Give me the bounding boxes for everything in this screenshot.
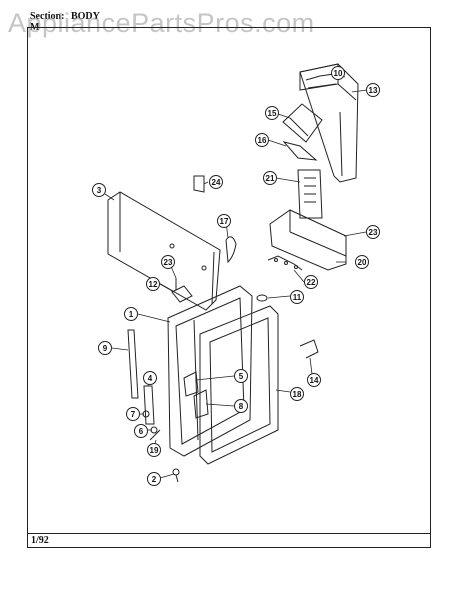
svg-text:18: 18 [293,390,302,399]
footer-date: 1/92 [31,535,49,546]
svg-text:15: 15 [268,109,277,118]
part-11-grommet [256,294,268,302]
svg-text:3: 3 [97,186,102,195]
callout-20: 20 [355,255,369,269]
callout-24: 24 [209,175,223,189]
footer-bottom-rule [27,547,431,548]
callout-11: 11 [290,290,304,304]
callout-23a: 23 [366,225,380,239]
section-value: BODY [70,11,100,22]
callout-1: 1 [124,307,138,321]
svg-text:10: 10 [334,69,343,78]
callout-9: 9 [98,341,112,355]
svg-text:22: 22 [307,278,316,287]
part-3-outer-panel [107,191,221,311]
svg-text:6: 6 [139,427,144,436]
part-24-clip [193,175,205,193]
callouts: 10 13 15 16 21 24 3 17 23 20 22 23 12 11… [92,66,380,486]
callout-22: 22 [304,275,318,289]
part-18-door-panel [199,305,279,465]
callout-13: 13 [366,83,380,97]
control-panel-assembly [299,63,359,183]
callout-4: 4 [143,371,157,385]
part-15-bracket [282,103,323,143]
callout-23b: 23 [161,255,175,269]
callout-17: 17 [217,214,231,228]
part-17-part [225,236,237,264]
callout-14: 14 [307,373,321,387]
svg-text:23: 23 [164,258,173,267]
callout-7: 7 [126,407,140,421]
svg-text:20: 20 [358,258,367,267]
callout-5: 5 [234,369,248,383]
callout-6: 6 [134,424,148,438]
svg-text:9: 9 [103,344,108,353]
svg-text:7: 7 [131,410,136,419]
callout-16: 16 [255,133,269,147]
callout-21: 21 [263,171,277,185]
svg-text:17: 17 [220,217,229,226]
part-20-housing [269,209,347,271]
callout-12: 12 [146,277,160,291]
svg-text:14: 14 [310,376,319,385]
svg-text:21: 21 [266,174,275,183]
section-label: Section: [30,11,65,22]
callout-19: 19 [147,443,161,457]
callout-3: 3 [92,183,106,197]
svg-text:19: 19 [150,446,159,455]
watermark: AppliancePartsPros.com [8,8,315,38]
callout-8: 8 [234,399,248,413]
callout-10: 10 [331,66,345,80]
svg-text:4: 4 [148,374,153,383]
svg-text:13: 13 [369,86,378,95]
leader-lines [104,71,368,479]
svg-text:5: 5 [239,372,244,381]
part-5-8-interlocks [183,371,209,419]
part-16-plate [282,141,318,161]
svg-text:8: 8 [239,402,244,411]
callout-18: 18 [290,387,304,401]
section-header: Section: BODY [30,11,100,22]
svg-text:24: 24 [212,178,221,187]
svg-text:2: 2 [152,475,157,484]
svg-text:16: 16 [258,136,267,145]
part-9-strip [127,329,139,399]
part-21-vent [297,169,323,219]
callout-2: 2 [147,472,161,486]
part-14-bracket [299,339,319,359]
part-4-latch [143,385,155,425]
svg-text:11: 11 [293,293,302,302]
part-22-strip [267,255,303,271]
svg-text:1: 1 [129,310,134,319]
svg-text:12: 12 [149,280,158,289]
svg-text:23: 23 [369,228,378,237]
callout-15: 15 [265,106,279,120]
diagram-frame [27,27,431,548]
footer-divider [27,533,431,534]
part-12-hardware [171,278,193,303]
